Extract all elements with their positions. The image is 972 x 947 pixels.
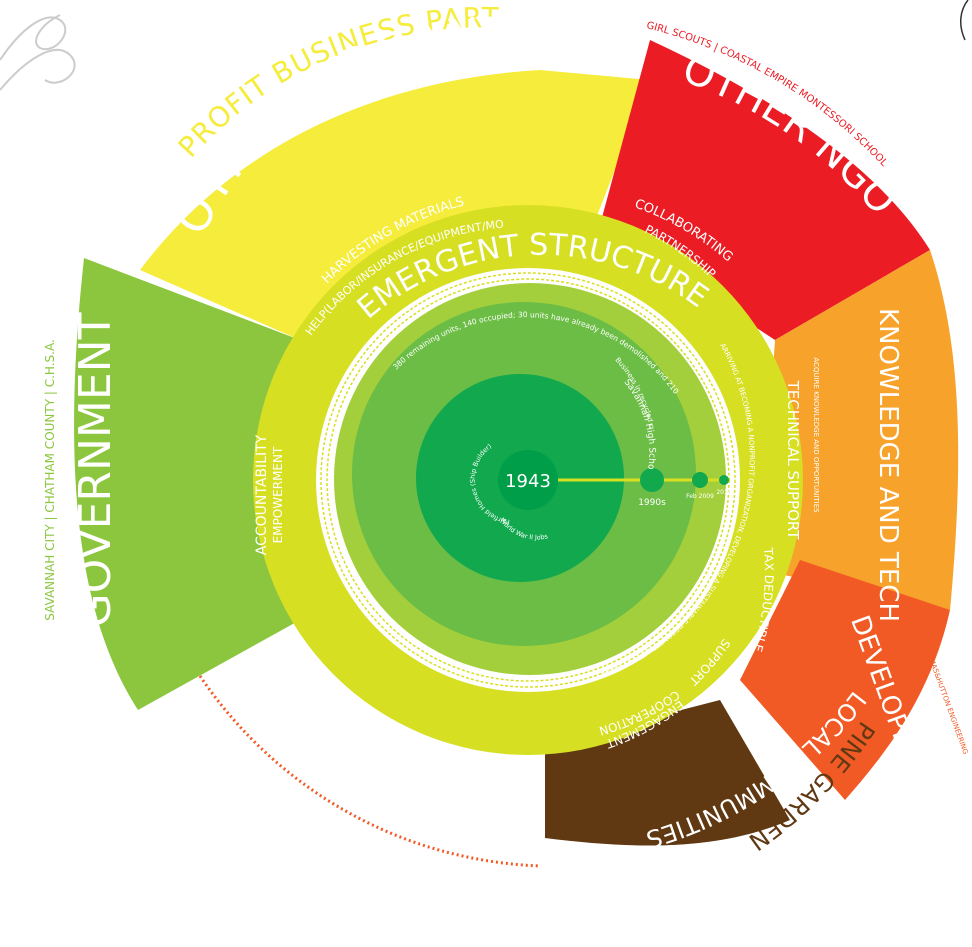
knowledge-and-tech-subtitle: RE COSTRUCTION | SCAD | SAVANNAH TECH | … xyxy=(908,355,915,584)
center-year-label: 1943 xyxy=(505,471,551,492)
empowerment-label: EMPOWERMENT xyxy=(271,446,285,543)
sector-developers xyxy=(740,560,950,800)
decorative-corner-line xyxy=(960,0,969,41)
timeline-point-feb2009 xyxy=(692,472,708,488)
decorative-swirl xyxy=(0,14,76,91)
technical-support-label: TECHNICAL SUPPORT xyxy=(784,380,802,541)
timeline-point-1990s xyxy=(640,468,664,492)
timeline-label-feb2009: Feb 2009 xyxy=(686,493,714,500)
acquire-knowledge-label: ACQUIRE KNOWLEDGE AND OPPORTUNITIES xyxy=(812,357,820,513)
timeline-label-2010: 2010 xyxy=(716,489,731,496)
dotted-connector-arc xyxy=(198,675,541,868)
center-year-circle xyxy=(498,450,558,510)
sector-knowledge-and-tech xyxy=(760,250,959,610)
dashed-ring-outer xyxy=(320,272,736,688)
government-subtitle: SAVANNAH CITY | CHATHAM COUNTY | C.H.S.A… xyxy=(43,339,57,621)
knowledge-and-tech-title: KNOWLEDGE AND TECH xyxy=(873,308,903,622)
developers-subtitle: THOMAS&HUTTON ENGINEERING xyxy=(922,642,970,755)
timeline-point-2010 xyxy=(719,475,729,485)
accountability-label: ACCOUNTABILITY xyxy=(254,434,270,555)
government-title: GOVERNMENT xyxy=(70,312,121,627)
timeline-label-1990s: 1990s xyxy=(638,498,666,508)
sector-government xyxy=(74,258,300,710)
